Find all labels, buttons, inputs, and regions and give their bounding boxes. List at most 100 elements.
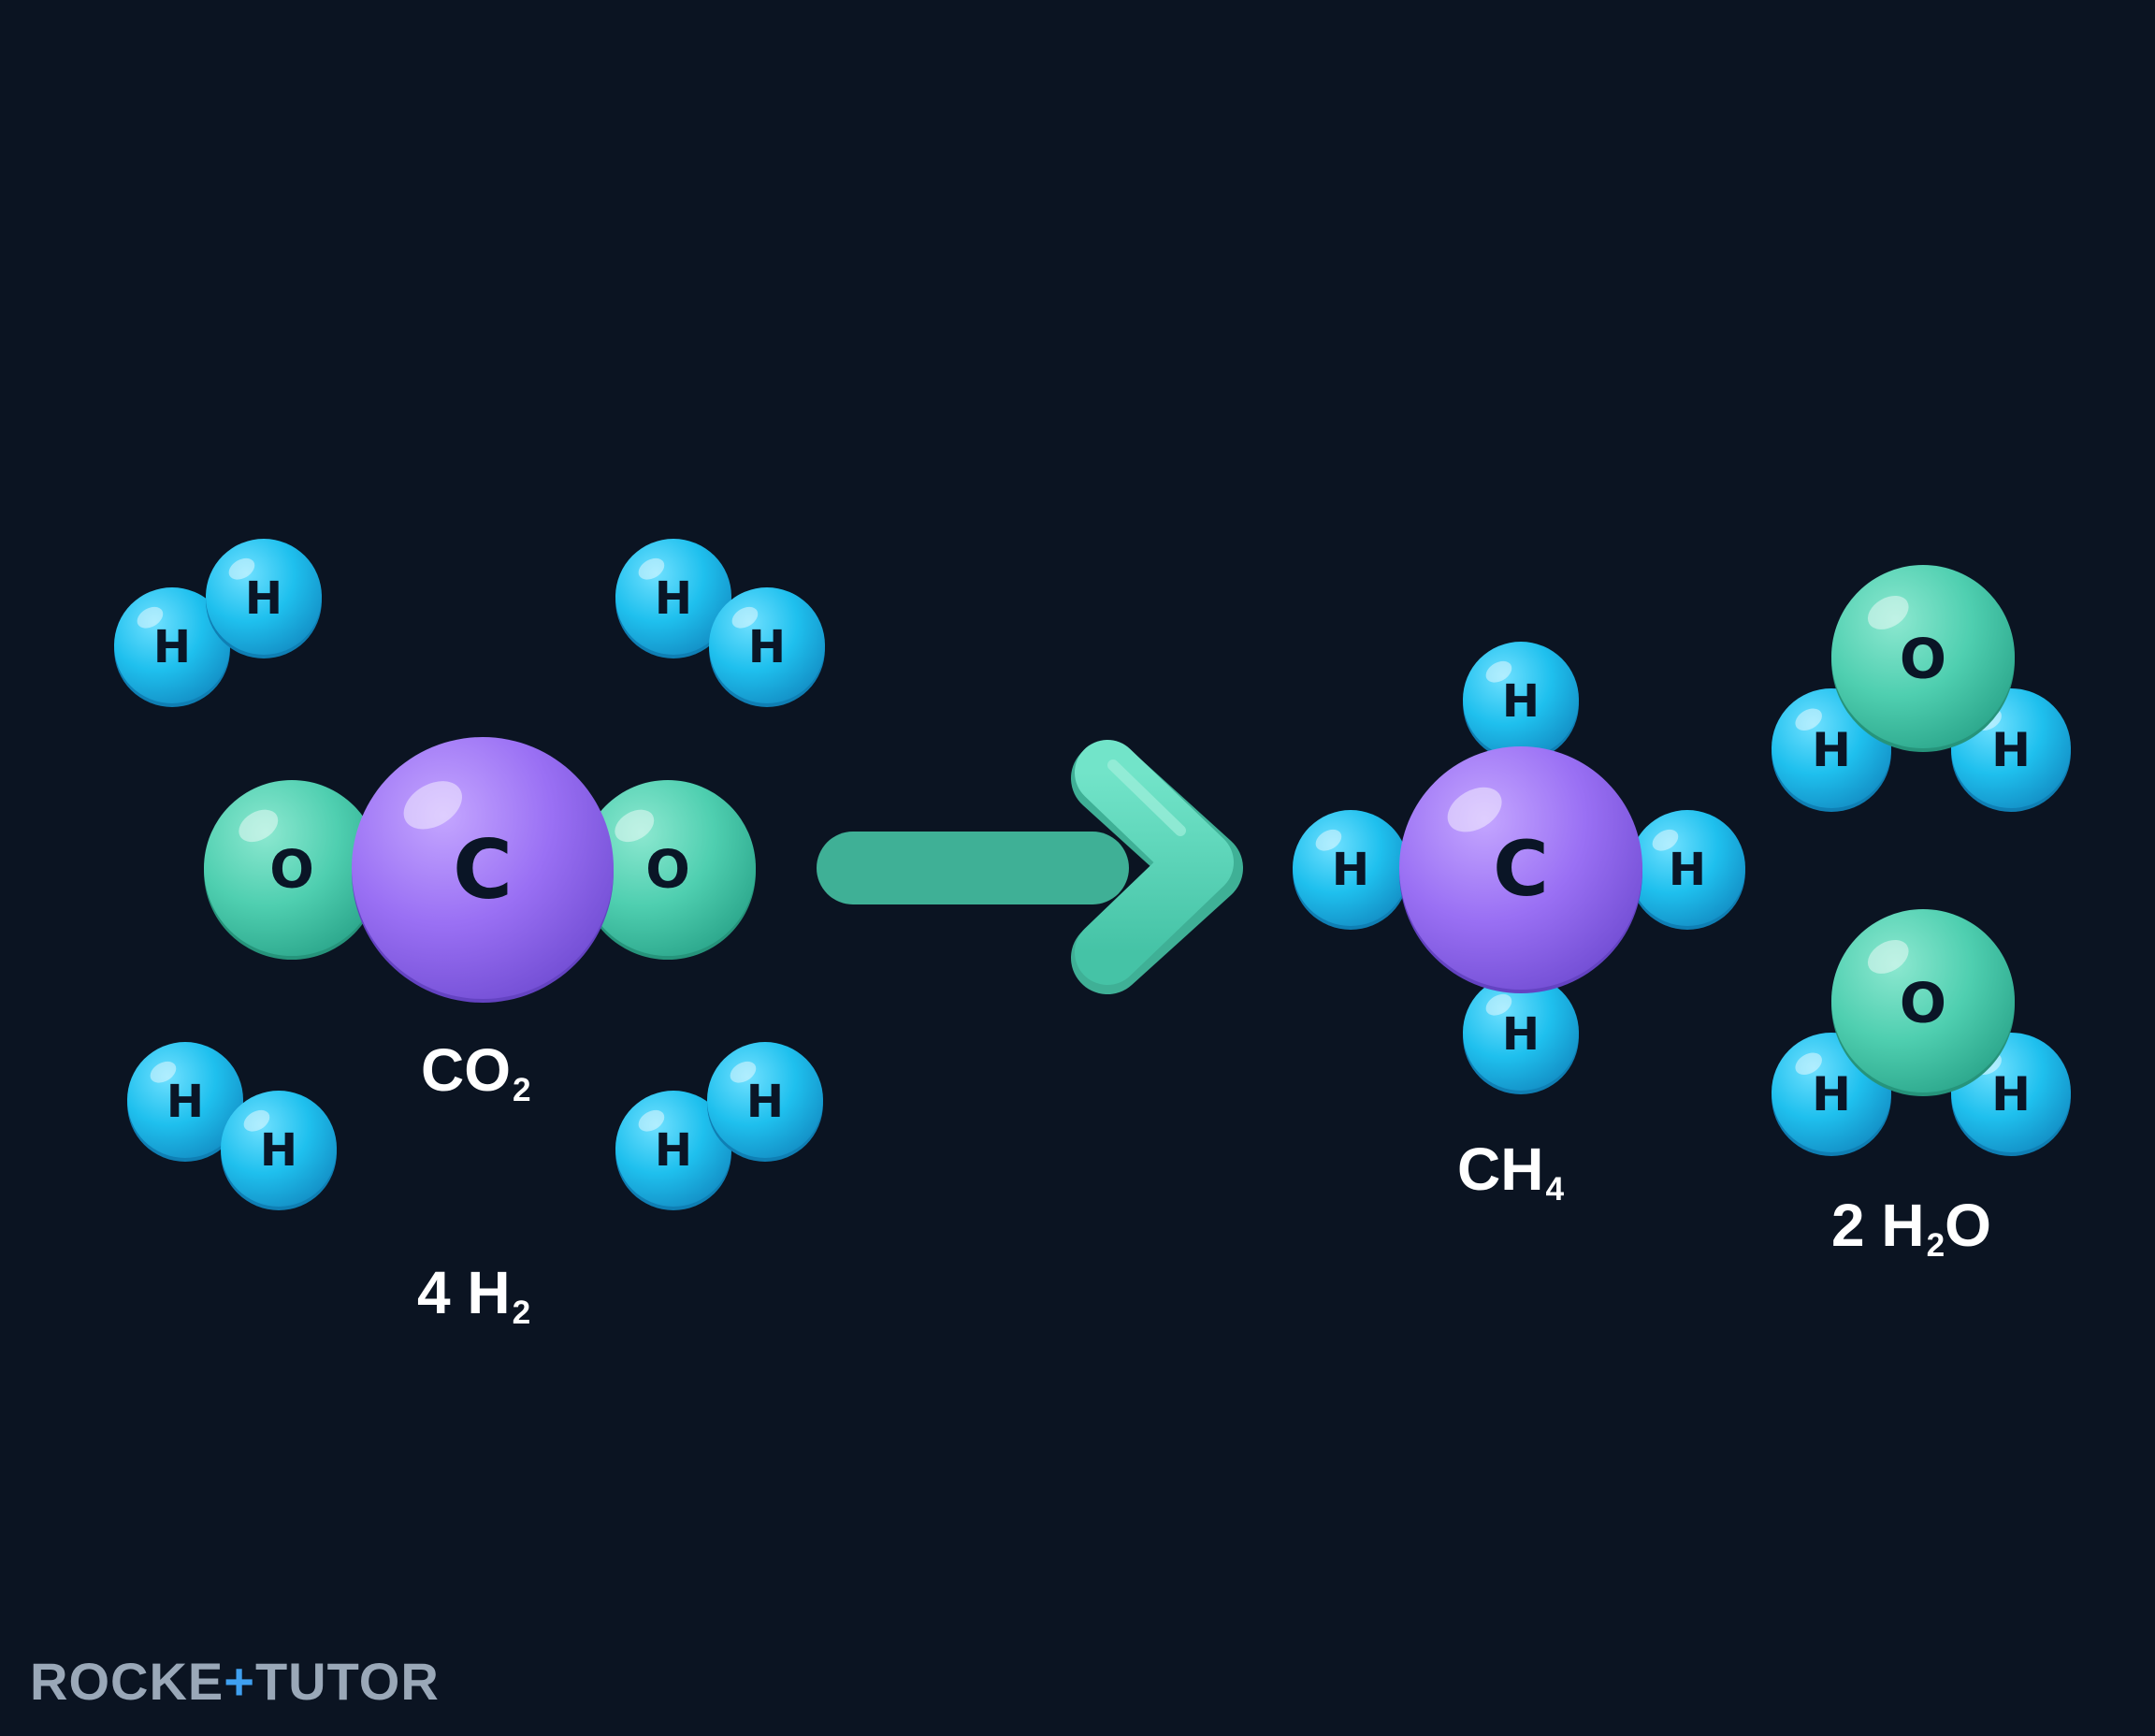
logo-plus: + xyxy=(224,1652,255,1711)
hydrogen-atom-label: H xyxy=(1991,723,2031,777)
formula-4h2-symbol: H xyxy=(467,1259,511,1326)
formula-2h2o-suffix: O xyxy=(1945,1192,1991,1259)
formula-2h2o-prefix: 2 xyxy=(1831,1192,1882,1259)
hydrogen-atom-h2-b: H xyxy=(615,539,731,658)
hydrogen-atom-sphere xyxy=(615,539,731,655)
hydrogen-atom-h2-c: H xyxy=(127,1042,243,1162)
oxygen-atom-label: O xyxy=(645,840,690,901)
hydrogen-atom-label: H xyxy=(245,572,282,625)
carbon-atom-sphere xyxy=(1399,746,1642,990)
carbon-atom-highlight xyxy=(403,781,462,830)
oxygen-atom-sphere xyxy=(1831,909,2015,1092)
oxygen-atom-highlight xyxy=(615,809,655,843)
hydrogen-atom-highlight xyxy=(730,1061,757,1083)
reaction-arrow xyxy=(817,740,1243,994)
oxygen-atom-sphere xyxy=(580,780,756,956)
hydrogen-atom-highlight xyxy=(228,557,255,580)
hydrogen-atom-label: H xyxy=(746,1076,784,1128)
hydrogen-atom-sphere xyxy=(114,587,230,703)
hydrogen-atom-h2-d: H xyxy=(707,1042,823,1162)
oxygen-atom-highlight xyxy=(1867,939,1909,974)
hydrogen-atom-sphere xyxy=(1293,810,1409,926)
hydrogen-atom-h2-b: H xyxy=(709,587,825,707)
formula-ch4-symbol: CH xyxy=(1457,1136,1544,1203)
hydrogen-atom-highlight xyxy=(731,606,759,629)
oxygen-atom-h2o-b: O xyxy=(1831,909,2015,1096)
hydrogen-atom-highlight xyxy=(1795,1052,1822,1076)
hydrogen-atom-sphere xyxy=(615,1091,731,1207)
hydrogen-atom-ch4: H xyxy=(1293,810,1409,930)
formula-co2-subscript: 2 xyxy=(513,1072,531,1109)
hydrogen-atom-sphere xyxy=(709,587,825,703)
rocketutor-logo: ROCKE+TUTOR xyxy=(30,1656,440,1708)
oxygen-atom-highlight xyxy=(1867,595,1909,629)
oxygen-atom-label: O xyxy=(1900,627,1946,691)
hydrogen-atom-h2-d: H xyxy=(615,1091,731,1210)
hydrogen-atom-highlight xyxy=(243,1109,270,1132)
hydrogen-atom-ch4: H xyxy=(1463,975,1579,1094)
logo-text-r: R xyxy=(400,1652,440,1711)
oxygen-atom-h2o-a: O xyxy=(1831,565,2015,752)
hydrogen-atom-h2-c: H xyxy=(221,1091,337,1210)
hydrogen-atom-sphere xyxy=(221,1091,337,1207)
hydrogen-atom-label: H xyxy=(1502,1008,1540,1061)
oxygen-atom-highlight xyxy=(239,809,279,843)
formula-ch4-subscript: 4 xyxy=(1545,1171,1565,1208)
oxygen-atom-co2: O xyxy=(204,780,380,960)
hydrogen-atom-highlight xyxy=(137,606,164,629)
hydrogen-atom-label: H xyxy=(153,621,191,673)
hydrogen-atom-ch4: H xyxy=(1463,642,1579,761)
hydrogen-atom-label: H xyxy=(655,1124,692,1177)
carbon-atom-co2: C xyxy=(352,737,614,1003)
formula-co2-symbol: CO xyxy=(421,1036,511,1104)
hydrogen-atom-label: H xyxy=(1812,1067,1851,1121)
formula-4h2-subscript: 2 xyxy=(512,1295,531,1332)
hydrogen-atom-highlight xyxy=(638,1109,665,1132)
formula-2h2o-subscript: 2 xyxy=(1926,1227,1945,1265)
hydrogen-atom-label: H xyxy=(1991,1067,2031,1121)
hydrogen-atom-label: H xyxy=(655,572,692,625)
hydrogen-atom-label: H xyxy=(166,1076,204,1128)
oxygen-atom-co2: O xyxy=(580,780,756,960)
formula-4h2: 4 H2 xyxy=(417,1263,530,1329)
hydrogen-atom-highlight xyxy=(1485,993,1512,1016)
hydrogen-atom-highlight xyxy=(1485,660,1512,683)
hydrogen-atom-h2-a: H xyxy=(114,587,230,707)
hydrogen-atom-label: H xyxy=(260,1124,297,1177)
hydrogen-atom-label: H xyxy=(1812,723,1851,777)
formula-2h2o-symbol: H xyxy=(1881,1192,1925,1259)
oxygen-atom-label: O xyxy=(269,840,314,901)
hydrogen-atom-label: H xyxy=(1669,844,1706,896)
carbon-atom-highlight xyxy=(1447,787,1502,832)
hydrogen-atom-highlight xyxy=(1652,829,1679,851)
formula-2h2o: 2 H2O xyxy=(1831,1195,1991,1262)
hydrogen-atom-label: H xyxy=(1502,675,1540,728)
hydrogen-atom-sphere xyxy=(1629,810,1745,926)
hydrogen-atom-highlight xyxy=(150,1061,177,1083)
carbon-atom-ch4: C xyxy=(1399,746,1642,993)
carbon-atom-sphere xyxy=(352,737,614,999)
carbon-atom-label: C xyxy=(453,822,513,918)
logo-text-rocke: ROCKE xyxy=(30,1652,224,1711)
hydrogen-atom-sphere xyxy=(1463,975,1579,1091)
hydrogen-atom-ch4: H xyxy=(1629,810,1745,930)
carbon-atom-label: C xyxy=(1493,826,1548,914)
hydrogen-atom-sphere xyxy=(127,1042,243,1158)
formula-4h2-prefix: 4 xyxy=(417,1259,468,1326)
hydrogen-atom-sphere xyxy=(206,539,322,655)
hydrogen-atom-sphere xyxy=(1463,642,1579,758)
formula-ch4: CH4 xyxy=(1457,1139,1564,1206)
formula-co2: CO2 xyxy=(421,1040,531,1107)
hydrogen-atom-h2-a: H xyxy=(206,539,322,658)
hydrogen-atom-h2o-a: H xyxy=(1951,688,2071,812)
logo-text-tuto: TUTO xyxy=(254,1652,401,1711)
hydrogen-atom-highlight xyxy=(1795,708,1822,731)
oxygen-atom-sphere xyxy=(204,780,380,956)
hydrogen-atom-highlight xyxy=(638,557,665,580)
hydrogen-atom-highlight xyxy=(1315,829,1342,851)
oxygen-atom-label: O xyxy=(1900,971,1946,1035)
hydrogen-atom-label: H xyxy=(1332,844,1369,896)
oxygen-atom-sphere xyxy=(1831,565,2015,748)
